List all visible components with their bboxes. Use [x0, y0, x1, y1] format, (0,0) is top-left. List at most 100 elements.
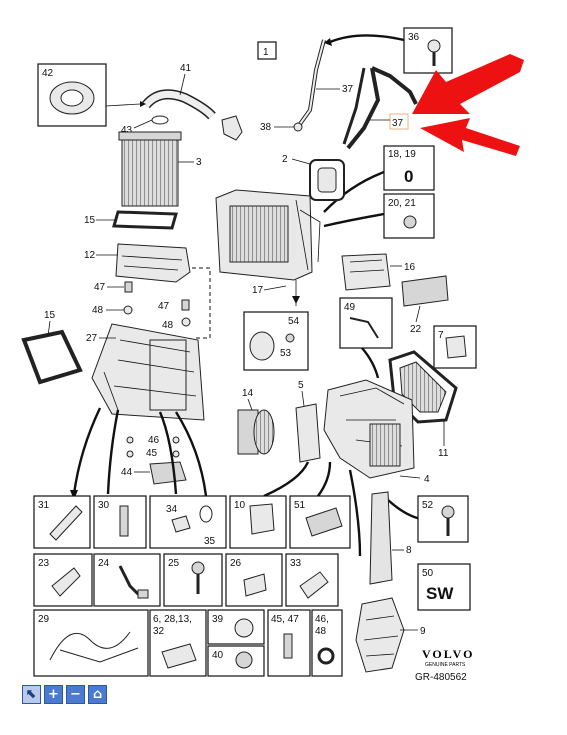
svg-text:33: 33: [290, 558, 302, 569]
part-box-10[interactable]: 10: [229, 495, 287, 549]
hvac-housing[interactable]: [323, 379, 415, 479]
svg-text:47: 47: [94, 282, 106, 293]
svg-text:7: 7: [438, 330, 444, 341]
svg-text:22: 22: [410, 324, 422, 335]
svg-text:SW: SW: [426, 584, 454, 603]
svg-text:39: 39: [212, 614, 224, 625]
part-box-20-21[interactable]: 20, 21: [383, 193, 435, 239]
svg-text:36: 36: [408, 32, 420, 43]
svg-text:53: 53: [280, 348, 292, 359]
brand-tagline: GENUINE PARTS: [425, 662, 466, 668]
red-arrow-lower: [420, 118, 520, 156]
zoom-toolbar: ⬉ + − ⌂: [22, 685, 107, 704]
part-box-23[interactable]: 23: [33, 553, 93, 607]
hose-41[interactable]: [142, 89, 216, 125]
part-box-45-47[interactable]: 45, 47: [267, 609, 311, 677]
svg-text:54: 54: [288, 316, 300, 327]
pipe-37-a[interactable]: [293, 39, 326, 132]
module-16[interactable]: [341, 253, 391, 291]
part-box-18-19[interactable]: 18, 19 0: [383, 145, 435, 191]
heater-core-3[interactable]: [118, 131, 182, 207]
svg-text:41: 41: [180, 63, 192, 74]
part-box-50[interactable]: 50 SW: [417, 563, 471, 611]
seal-8[interactable]: [369, 491, 393, 585]
svg-text:51: 51: [294, 500, 306, 511]
seal-15a[interactable]: [112, 210, 178, 230]
svg-text:37: 37: [342, 84, 354, 95]
svg-text:45: 45: [146, 448, 158, 459]
module-22[interactable]: [401, 275, 449, 307]
frame-27[interactable]: [91, 323, 205, 421]
svg-text:11: 11: [438, 448, 449, 459]
svg-text:8: 8: [406, 545, 412, 556]
part-box-6-28-13-32[interactable]: 6, 28,13, 32: [149, 609, 207, 677]
part-box-26[interactable]: 26: [225, 553, 283, 607]
svg-text:46,: 46,: [315, 614, 329, 625]
red-arrow-upper: [412, 54, 524, 114]
svg-text:46: 46: [148, 435, 160, 446]
svg-text:20, 21: 20, 21: [388, 198, 416, 209]
part-box-33[interactable]: 33: [285, 553, 339, 607]
svg-text:48: 48: [92, 305, 104, 316]
housing-12[interactable]: [115, 243, 191, 283]
svg-text:48: 48: [162, 320, 174, 331]
svg-text:10: 10: [234, 500, 246, 511]
part-box-54-53[interactable]: 54 53: [243, 311, 309, 371]
svg-text:17: 17: [252, 285, 264, 296]
svg-text:34: 34: [166, 504, 178, 515]
svg-text:18, 19: 18, 19: [388, 149, 416, 160]
svg-text:40: 40: [212, 650, 224, 661]
svg-text:30: 30: [98, 500, 110, 511]
svg-text:35: 35: [204, 536, 216, 547]
sheet-number-box: [257, 41, 277, 60]
svg-text:16: 16: [404, 262, 416, 273]
zoom-out-button[interactable]: −: [66, 685, 85, 704]
part-box-52[interactable]: 52: [417, 495, 469, 543]
part-box-36[interactable]: 36: [403, 27, 453, 74]
svg-text:32: 32: [153, 626, 165, 637]
part-box-34-35[interactable]: 34 35: [149, 495, 227, 549]
svg-text:47: 47: [158, 301, 170, 312]
pipe-37-b[interactable]: [342, 66, 418, 150]
svg-text:6, 28,13,: 6, 28,13,: [153, 614, 192, 625]
part-box-31[interactable]: 31: [33, 495, 91, 549]
bracket-5[interactable]: [295, 403, 321, 463]
svg-text:9: 9: [420, 626, 426, 637]
part-box-7[interactable]: 7: [433, 325, 477, 369]
part-box-29[interactable]: 29: [33, 609, 149, 677]
svg-text:15: 15: [44, 310, 56, 321]
svg-text:38: 38: [260, 122, 272, 133]
part-box-24[interactable]: 24: [93, 553, 161, 607]
part-box-49[interactable]: 49: [339, 297, 393, 349]
svg-text:5: 5: [298, 380, 304, 391]
svg-text:15: 15: [84, 215, 96, 226]
part-box-51[interactable]: 51: [289, 495, 351, 549]
brand-logo: VOLVO: [422, 647, 474, 661]
bracket-part[interactable]: [221, 115, 243, 141]
svg-text:52: 52: [422, 500, 434, 511]
flap-9[interactable]: [355, 597, 405, 673]
highlight-callout-37[interactable]: [389, 113, 409, 130]
sheet-number: 1: [263, 47, 269, 58]
svg-text:42: 42: [42, 68, 54, 79]
part-box-40[interactable]: 40: [207, 645, 265, 677]
select-cursor-icon[interactable]: ⬉: [22, 685, 41, 704]
part-box-39[interactable]: 39: [207, 609, 265, 645]
actuator-44[interactable]: [149, 461, 187, 485]
part-box-46-48[interactable]: 46, 48: [311, 609, 343, 677]
svg-text:23: 23: [38, 558, 50, 569]
svg-text:50: 50: [422, 568, 434, 579]
svg-text:26: 26: [230, 558, 242, 569]
part-box-42[interactable]: 42: [37, 63, 107, 127]
svg-text:37: 37: [392, 118, 404, 129]
evaporator-assembly[interactable]: [215, 189, 321, 281]
seal-15b[interactable]: [21, 329, 83, 385]
cover-2[interactable]: [309, 159, 345, 201]
blower-14[interactable]: [237, 409, 275, 455]
part-box-25[interactable]: 25: [163, 553, 223, 607]
svg-text:12: 12: [84, 250, 96, 261]
zoom-in-button[interactable]: +: [44, 685, 63, 704]
home-icon[interactable]: ⌂: [88, 685, 107, 704]
part-box-30[interactable]: 30: [93, 495, 147, 549]
